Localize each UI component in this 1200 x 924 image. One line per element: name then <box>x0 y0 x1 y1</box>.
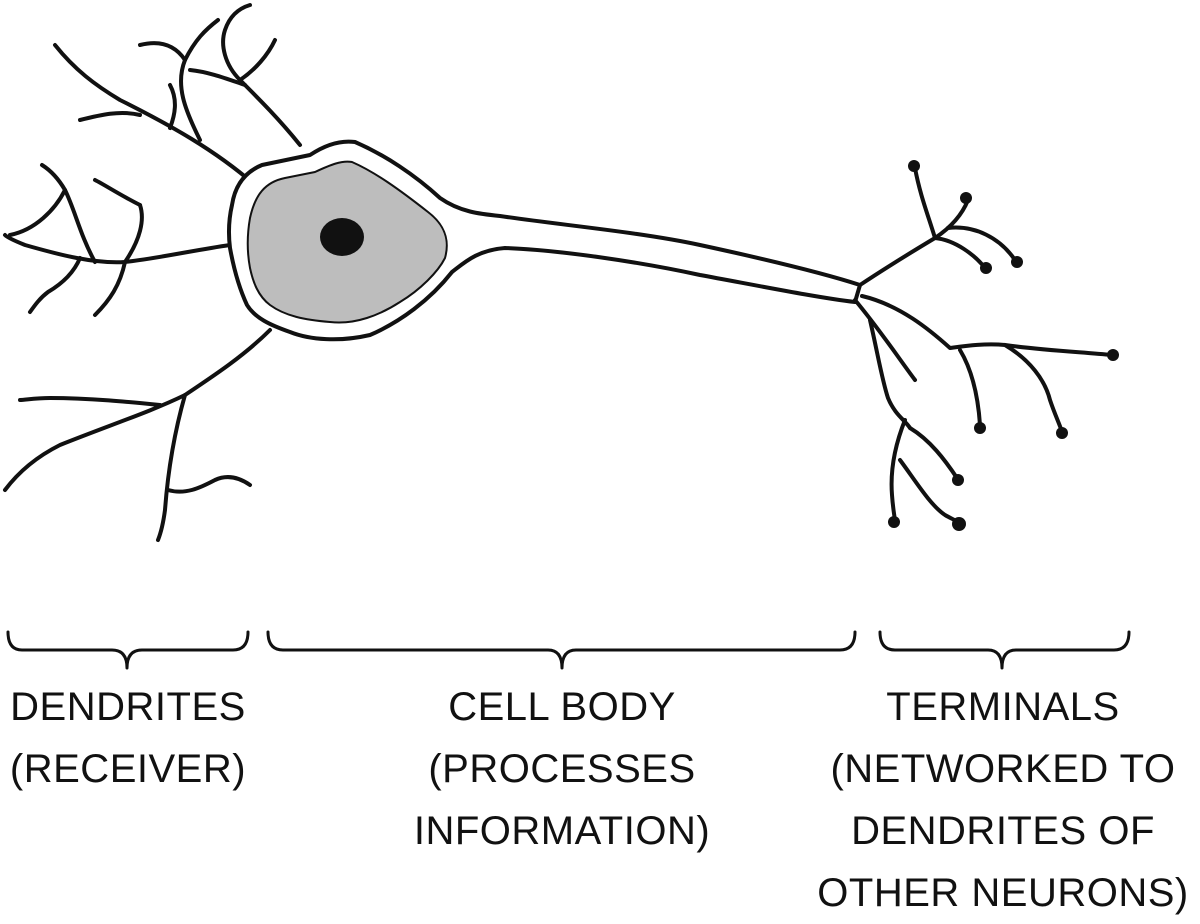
terminal-bulb <box>980 262 992 274</box>
braces <box>6 630 1131 670</box>
dendrites-label: DENDRITES (RECEIVER) <box>0 676 256 800</box>
terminals-title: TERMINALS <box>886 685 1120 729</box>
cell-body-title: CELL BODY <box>448 685 676 729</box>
terminal-bulb <box>952 517 966 531</box>
cell-body-caption-line1: (PROCESSES <box>428 747 696 791</box>
terminals-label: TERMINALS (NETWORKED TO DENDRITES OF OTH… <box>806 676 1200 924</box>
terminal-bulbs <box>888 160 1119 531</box>
terminals-caption-line3: OTHER NEURONS) <box>817 871 1189 915</box>
terminal-bulb <box>1107 349 1119 361</box>
cell-body-label: CELL BODY (PROCESSES INFORMATION) <box>362 676 762 862</box>
neuron <box>3 3 1119 542</box>
axon-terminals <box>853 166 1114 524</box>
dendrites-caption: (RECEIVER) <box>9 747 247 791</box>
cell-body-caption-line2: INFORMATION) <box>413 809 711 853</box>
terminal-bulb <box>974 422 986 434</box>
terminals-caption-line2: DENDRITES OF <box>851 809 1155 853</box>
terminal-bulb <box>1056 427 1068 439</box>
terminal-bulb <box>952 474 964 486</box>
dendrites <box>3 3 302 542</box>
dendrites-title: DENDRITES <box>10 685 246 729</box>
terminals-brace <box>878 630 1131 670</box>
cell-body-brace <box>266 630 857 670</box>
terminal-bulb <box>960 192 972 204</box>
dendrites-brace <box>6 630 250 670</box>
terminal-bulb <box>1011 256 1023 268</box>
terminal-bulb <box>888 516 900 528</box>
terminals-caption-line1: (NETWORKED TO <box>830 747 1176 791</box>
terminal-bulb <box>908 160 920 172</box>
nucleus <box>320 218 364 256</box>
